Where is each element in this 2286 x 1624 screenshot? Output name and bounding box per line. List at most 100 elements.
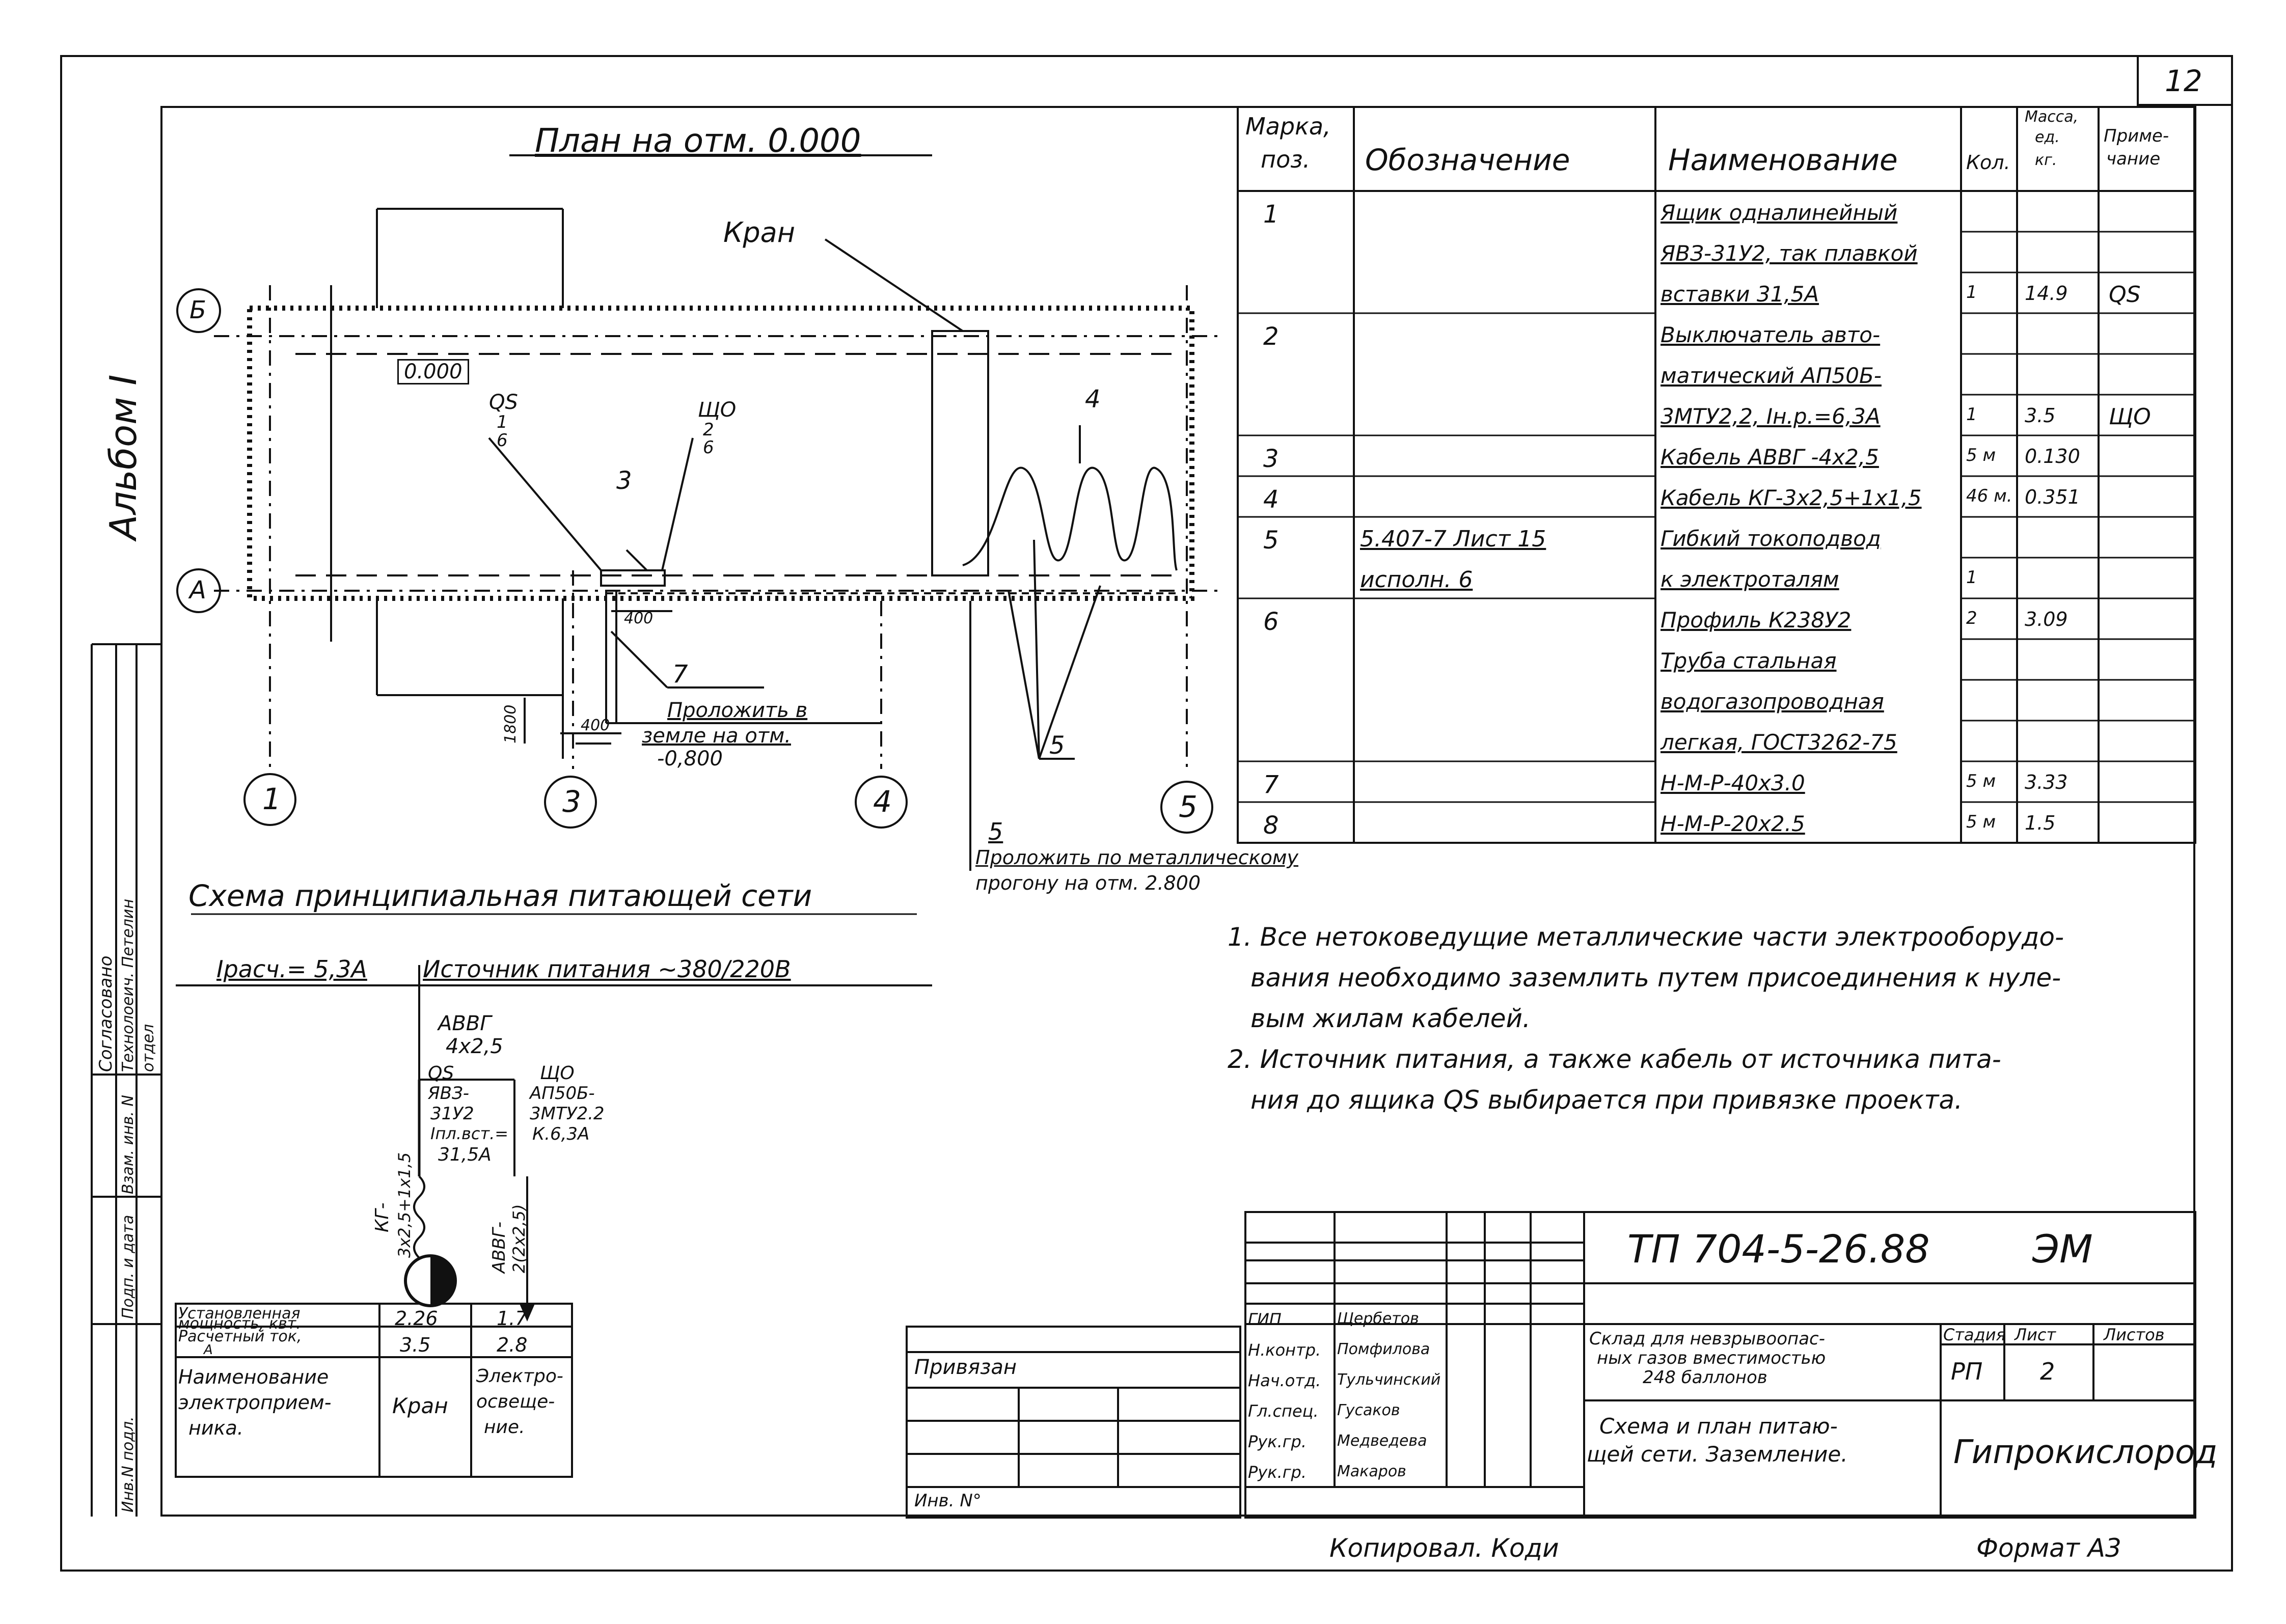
spec-cell-mass: 14.9 (2025, 282, 2068, 305)
sheet-number: 12 (2165, 64, 2202, 98)
load-row1-v2: 1.7 (497, 1307, 528, 1330)
sho-label-num: 2 (703, 420, 714, 440)
axis-a-label: А (189, 576, 206, 604)
qs-box-4: Iпл.вст.= (430, 1124, 509, 1143)
stamp-sign: Подп. и дата (119, 1215, 137, 1319)
outer-frame (60, 55, 2233, 1572)
stage-value: РП (1951, 1358, 1983, 1385)
axis-4-label: 4 (873, 784, 892, 819)
format-label: Формат А3 (1976, 1533, 2121, 1563)
dim-1800: 1800 (502, 704, 520, 744)
spec-h-designation: Обозначение (1365, 143, 1570, 177)
note-line: вания необходимо заземлить путем присоед… (1250, 963, 2061, 993)
spec-h-mark-2: поз. (1261, 146, 1311, 173)
signatory-role: Рук.гр. (1248, 1432, 1307, 1451)
sho-box-2: АП50Б- (530, 1083, 595, 1104)
stamp-replace: Взам. инв. N (119, 1095, 137, 1194)
spec-cell-mark: 8 (1263, 811, 1279, 840)
doc-section: ЭМ (2032, 1226, 2093, 1272)
pos-7: 7 (672, 660, 688, 689)
spec-cell-qty: 46 м. (1966, 486, 2012, 506)
load-row1-label-1: Установленная (178, 1305, 301, 1323)
spec-cell-designation: исполн. 6 (1360, 567, 1473, 593)
signatory-name: Тульчинский (1337, 1371, 1441, 1389)
spec-cell-name: Выключатель авто- (1661, 322, 1881, 347)
stamp-inv: Инв.N подл. (119, 1416, 137, 1512)
spec-cell-qty: 5 м (1966, 812, 1996, 832)
spec-h-qty: Кол. (1966, 151, 2010, 174)
sho-box-1: ЩО (540, 1063, 575, 1084)
spec-cell-name: Н-М-Р-20x2.5 (1661, 811, 1805, 836)
spec-h-mark-1: Марка, (1245, 113, 1331, 140)
object-name-1: Склад для невзрывоопас- (1589, 1329, 1826, 1349)
spec-h-mass-2: ед. (2035, 128, 2060, 146)
qs-box-3: 31У2 (430, 1104, 474, 1124)
spec-cell-mark: 4 (1263, 485, 1279, 514)
spec-cell-mass: 1.5 (2025, 812, 2056, 834)
organization: Гипрокислород (1953, 1434, 2218, 1471)
object-name-2: ных газов вместимостью (1597, 1348, 1826, 1368)
pos-3: 3 (616, 466, 632, 495)
spec-h-name: Наименование (1668, 143, 1898, 177)
axis-5-label: 5 (1179, 789, 1198, 824)
note-line: 2. Источник питания, а также кабель от и… (1228, 1044, 2001, 1074)
spec-cell-mass: 3.5 (2025, 404, 2056, 427)
spec-cell-mark: 3 (1263, 445, 1279, 473)
note-line: вым жилам кабелей. (1250, 1004, 1531, 1033)
spec-cell-mass: 0.130 (2025, 445, 2080, 467)
lay-ground-3: -0,800 (657, 747, 723, 770)
qs-label-sheet: 6 (497, 430, 508, 451)
spec-cell-qty: 1 (1966, 404, 1977, 425)
lay-ground-2: земле на отм. (642, 724, 791, 748)
sheets-label: Листов (2104, 1325, 2165, 1344)
signatory-name: Гусаков (1337, 1401, 1400, 1419)
spec-cell-name: Кабель КГ-3x2,5+1x1,5 (1661, 485, 1922, 510)
stamp-tech: Технолоеич. Петелин (119, 898, 137, 1072)
signatory-role: Нач.отд. (1248, 1371, 1321, 1390)
spec-cell-name: Кабель АВВГ -4x2,5 (1661, 445, 1879, 470)
spec-cell-name: матический АП50Б- (1661, 363, 1882, 388)
object-name-3: 248 баллонов (1643, 1367, 1767, 1388)
sheet-label: Лист (2015, 1325, 2056, 1344)
load-row2-label-2: А (204, 1342, 213, 1358)
cable-kg-2: 3x2,5+1x1,5 (395, 1152, 414, 1258)
binding-inv: Инв. N° (914, 1491, 982, 1511)
load-row3-label-2: электроприем- (178, 1391, 332, 1414)
spec-cell-designation: 5.407-7 Лист 15 (1360, 526, 1546, 552)
spec-cell-name: Н-М-Р-40x3.0 (1661, 770, 1805, 795)
axis-1-label: 1 (262, 782, 281, 816)
axis-3-label: 3 (562, 784, 581, 819)
spec-h-mass-1: Масса, (2025, 108, 2079, 126)
load-row3-v2-3: ние. (484, 1417, 525, 1438)
stamp-dept: отдел (140, 1024, 157, 1072)
load-row2-label-1: Расчетный ток, (178, 1328, 302, 1345)
sho-box-3: 3МТУ2.2 (530, 1104, 605, 1124)
signatory-name: Помфилова (1337, 1340, 1430, 1358)
spec-cell-note: QS (2109, 282, 2141, 308)
stamp-agreed: Согласовано (96, 955, 116, 1072)
spec-cell-qty: 2 (1966, 608, 1977, 628)
spec-h-mass-3: кг. (2035, 151, 2057, 169)
qs-box-5: 31,5А (438, 1144, 492, 1165)
stage-label: Стадия (1943, 1325, 2006, 1344)
spec-h-note-2: чание (2106, 149, 2161, 169)
spec-cell-qty: 1 (1966, 567, 1977, 588)
signatory-name: Макаров (1337, 1463, 1406, 1480)
note-line: ния до ящика QS выбирается при привязке … (1250, 1085, 1963, 1115)
load-row2-v2: 2.8 (497, 1334, 528, 1356)
lay-metal-pos: 5 (988, 818, 1003, 845)
pos-4: 4 (1085, 385, 1101, 414)
cable-avvg2-1: АВВГ- (489, 1221, 509, 1273)
spec-cell-qty: 5 м (1966, 445, 1996, 465)
spec-h-note-1: Приме- (2104, 126, 2169, 146)
copied-by: Копировал. Коди (1329, 1533, 1559, 1563)
lay-ground-1: Проложить в (667, 699, 808, 722)
motor-symbol (405, 1255, 456, 1306)
cable-avvg2-2: 2(2x2,5) (509, 1204, 529, 1273)
spec-cell-mark: 6 (1263, 608, 1279, 636)
sheet-number-box (2137, 55, 2233, 106)
load-row3-label-1: Наименование (178, 1366, 329, 1388)
spec-cell-mass: 0.351 (2025, 486, 2080, 508)
axis-b-label: Б (189, 296, 206, 324)
